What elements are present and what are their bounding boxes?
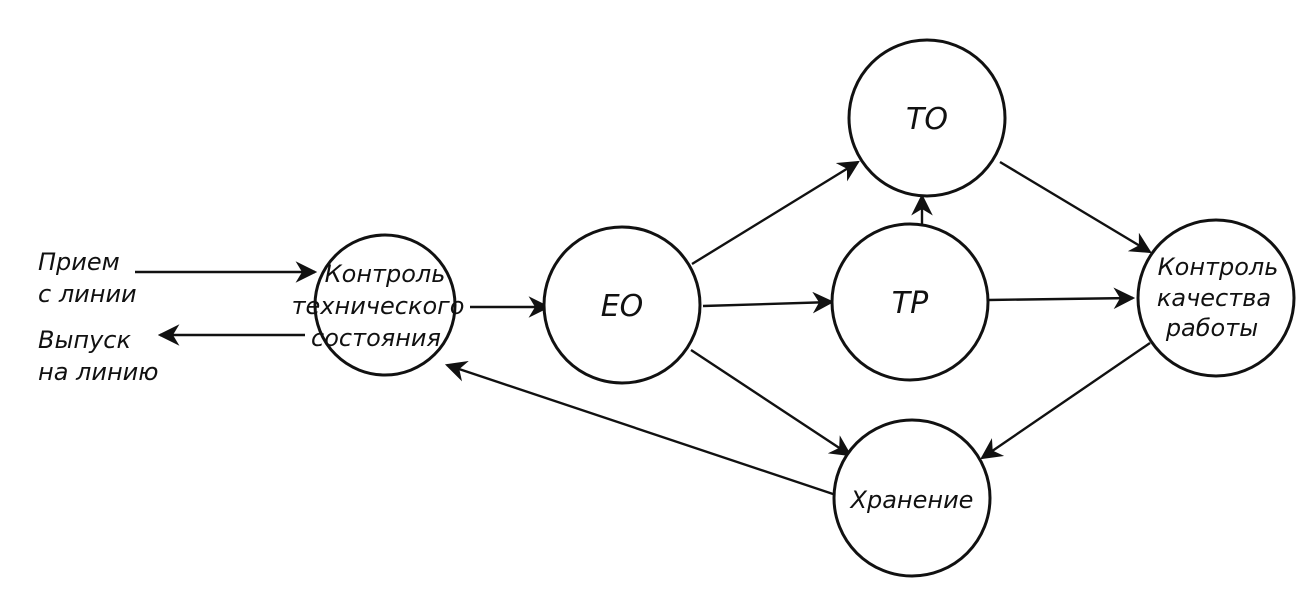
node-control-quality-circle bbox=[1136, 218, 1296, 378]
node-storage-circle bbox=[832, 418, 992, 578]
edge-to-to-quality bbox=[999, 160, 1152, 254]
control-tech-line-2: технического bbox=[292, 292, 465, 320]
to-label: ТО bbox=[906, 102, 948, 137]
edge-eo-to-tr bbox=[702, 291, 835, 314]
control-quality-line-3: работы bbox=[1165, 314, 1258, 342]
node-to-circle bbox=[847, 38, 1007, 198]
release-line-2: на линию bbox=[38, 358, 158, 386]
edge-eo-to-to bbox=[691, 160, 860, 266]
receive-line-1: Прием bbox=[38, 248, 120, 276]
control-tech-line-1: Контроль bbox=[325, 260, 446, 288]
storage-label: Хранение bbox=[849, 486, 974, 514]
control-tech-line-3: состояния bbox=[311, 324, 441, 352]
release-line-1: Выпуск bbox=[38, 326, 132, 354]
edge-eo-to-storage bbox=[690, 348, 852, 457]
control-quality-line-1: Контроль bbox=[1158, 253, 1279, 281]
control-quality-line-2: качества bbox=[1157, 284, 1271, 312]
edge-tr-to-quality bbox=[987, 287, 1136, 310]
node-tr-circle bbox=[830, 222, 990, 382]
edge-quality-to-storage bbox=[980, 342, 1151, 460]
node-eo-circle bbox=[542, 225, 702, 385]
edge-storage-to-control bbox=[444, 360, 837, 497]
tr-label: ТР bbox=[892, 286, 929, 321]
receive-line-2: с линии bbox=[38, 280, 137, 308]
node-control-tech-circle bbox=[313, 233, 457, 377]
eo-label: ЕО bbox=[601, 289, 644, 324]
